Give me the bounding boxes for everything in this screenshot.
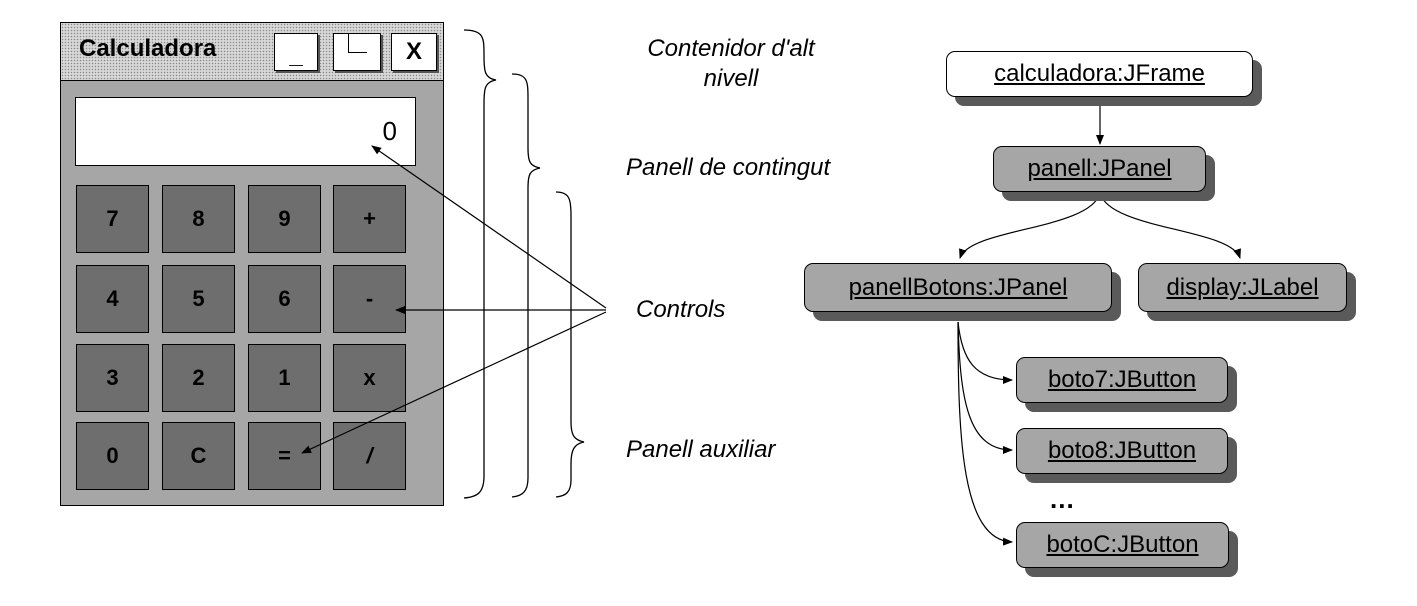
- display-field: 0: [75, 97, 416, 166]
- display-value: 0: [382, 116, 397, 146]
- edge-to-button7: [957, 321, 1013, 384]
- key-0[interactable]: 0: [76, 422, 149, 490]
- brace-top-level: [463, 29, 497, 499]
- key-1[interactable]: 1: [248, 344, 321, 412]
- node-frame: calculadora:JFrame: [946, 51, 1253, 97]
- node-display: display:JLabel: [1138, 263, 1347, 312]
- node-buttonC: botoC:JButton: [1016, 522, 1229, 568]
- key-7[interactable]: 7: [76, 185, 149, 253]
- maximize-icon: [348, 34, 367, 53]
- node-buttons-panel: panellBotons:JPanel: [804, 263, 1112, 312]
- label-aux-panel: Panell auxiliar: [626, 436, 776, 463]
- key-3[interactable]: 3: [76, 344, 149, 412]
- label-content-pane: Panell de contingut: [626, 154, 831, 181]
- calculator-window: Calculadora _ X 0 7 8 9 + 4 5 6 - 3 2 1 …: [60, 22, 444, 506]
- key-8[interactable]: 8: [162, 185, 235, 253]
- key-9[interactable]: 9: [248, 185, 321, 253]
- key-plus[interactable]: +: [333, 185, 406, 253]
- key-5[interactable]: 5: [162, 265, 235, 333]
- arrow-to-equals-key: [301, 311, 607, 454]
- key-2[interactable]: 2: [162, 344, 235, 412]
- key-multiply[interactable]: x: [333, 344, 406, 412]
- key-clear[interactable]: C: [162, 422, 235, 490]
- key-equals[interactable]: =: [248, 422, 321, 490]
- node-panel: panell:JPanel: [993, 146, 1206, 192]
- label-top-level-container: Contenidor d'alt nivell: [626, 34, 836, 94]
- key-6[interactable]: 6: [248, 265, 321, 333]
- maximize-button[interactable]: [333, 33, 381, 71]
- minimize-button[interactable]: _: [274, 33, 318, 71]
- edge-panel-buttonspanel: [959, 192, 1101, 259]
- close-icon: X: [405, 38, 422, 65]
- node-button7: boto7:JButton: [1016, 357, 1228, 403]
- ellipsis: ...: [1050, 484, 1075, 514]
- minimize-icon: _: [289, 42, 303, 69]
- close-button[interactable]: X: [391, 33, 437, 71]
- edge-to-button8: [957, 321, 1013, 454]
- edge-panel-display: [1099, 192, 1241, 259]
- node-button8: boto8:JButton: [1016, 428, 1228, 474]
- brace-content-pane: [511, 73, 541, 498]
- label-top-level-line1: Contenidor d'alt: [647, 35, 815, 62]
- key-minus[interactable]: -: [333, 265, 406, 333]
- label-controls: Controls: [636, 296, 726, 323]
- brace-aux-panel: [555, 191, 585, 498]
- window-title: Calculadora: [79, 35, 217, 62]
- edge-to-buttonC: [957, 321, 1013, 546]
- label-top-level-line2: nivell: [703, 65, 759, 92]
- arrow-to-display: [371, 145, 607, 309]
- key-4[interactable]: 4: [76, 265, 149, 333]
